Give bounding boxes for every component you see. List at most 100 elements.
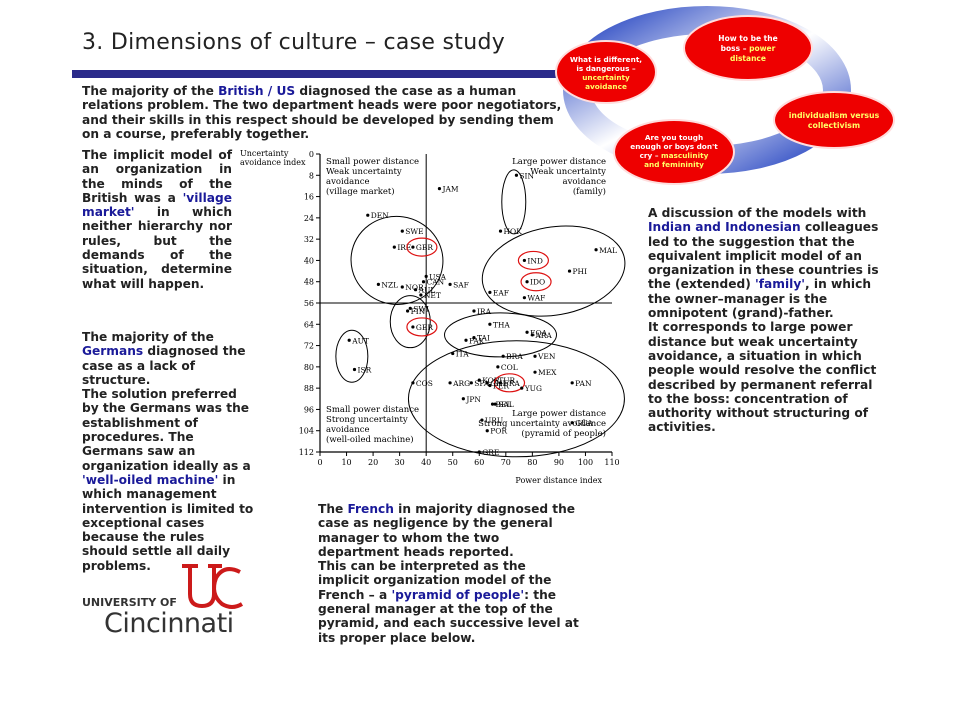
data-point-waf bbox=[522, 296, 526, 300]
y-tick-label: 104 bbox=[299, 427, 314, 436]
data-label-isr: ISR bbox=[358, 366, 372, 375]
y-tick-label: 64 bbox=[304, 320, 314, 329]
british-paragraph: The majority of the British / US diagnos… bbox=[82, 84, 562, 141]
quadrant-label: (well-oiled machine) bbox=[326, 434, 414, 445]
svg-text:and femininity: and femininity bbox=[644, 160, 704, 169]
dimensions-diagram: How to be the boss – power distance What… bbox=[555, 6, 895, 185]
title-underline bbox=[72, 70, 572, 78]
data-label-gre: GRE bbox=[482, 448, 499, 457]
data-label-ita: ITA bbox=[456, 350, 470, 359]
svg-text:cry – masculinity: cry – masculinity bbox=[640, 151, 709, 160]
data-label-tur: TUR bbox=[498, 376, 515, 385]
data-label-arg: ARG bbox=[452, 379, 470, 388]
data-label-ira: IRA bbox=[477, 307, 492, 316]
x-axis-label: Power distance index bbox=[515, 476, 602, 485]
bubble-masculinity: Are you tough enough or boys don't cry –… bbox=[613, 119, 735, 185]
x-tick-label: 110 bbox=[604, 458, 619, 467]
data-point-saf bbox=[448, 282, 452, 286]
data-label-bra: BRA bbox=[506, 352, 523, 361]
svg-text:How to be the: How to be the bbox=[718, 34, 777, 43]
quadrant-label: (pyramid of people) bbox=[521, 428, 606, 439]
data-point-ven bbox=[533, 354, 537, 358]
data-label-ara: ARA bbox=[534, 331, 552, 340]
data-point-cos bbox=[411, 381, 415, 385]
x-tick-label: 70 bbox=[501, 458, 511, 467]
french-paragraph: The French in majority diagnosed the cas… bbox=[318, 502, 579, 645]
data-label-nor: NOR bbox=[405, 283, 424, 292]
data-label-jpn: JPN bbox=[465, 395, 481, 404]
data-point-mex bbox=[533, 370, 537, 374]
quadrant-label: avoidance bbox=[326, 177, 369, 187]
x-tick-label: 90 bbox=[554, 458, 564, 467]
svg-text:Are you tough: Are you tough bbox=[645, 133, 703, 142]
y-tick-label: 16 bbox=[304, 193, 314, 202]
data-label-gbr: GBR bbox=[416, 243, 434, 252]
cluster-outline bbox=[501, 169, 527, 235]
data-label-aul: AUL bbox=[418, 286, 436, 295]
data-point-gbr bbox=[411, 245, 415, 249]
bubble-uncertainty-avoidance: What is different, is dangerous – uncert… bbox=[555, 40, 657, 104]
data-point-col bbox=[496, 365, 500, 369]
data-point-jam bbox=[437, 186, 442, 191]
data-label-ido: IDO bbox=[530, 278, 545, 287]
data-point-arg bbox=[448, 381, 452, 385]
highlight-ind bbox=[517, 250, 549, 271]
data-point-bel bbox=[490, 402, 495, 406]
cluster-outline bbox=[389, 295, 431, 349]
y-tick-label: 48 bbox=[304, 278, 314, 287]
y-tick-label: 72 bbox=[304, 342, 314, 351]
data-label-kor: KOR bbox=[482, 376, 500, 385]
page-title: 3. Dimensions of culture – case study bbox=[82, 30, 506, 55]
data-point-jpn bbox=[461, 397, 465, 401]
data-label-usa: USA bbox=[429, 272, 446, 281]
cluster-outline bbox=[481, 225, 626, 317]
data-point-fin bbox=[406, 309, 410, 313]
y-axis-label: Uncertainty bbox=[240, 149, 289, 158]
y-tick-label: 96 bbox=[304, 405, 314, 414]
data-label-saf: SAF bbox=[453, 280, 469, 289]
data-point-isr bbox=[352, 367, 357, 372]
data-label-tai: TAI bbox=[477, 334, 490, 343]
x-tick-label: 30 bbox=[395, 458, 405, 467]
data-label-gua: GUA bbox=[575, 419, 593, 428]
y-tick-label: 112 bbox=[299, 448, 314, 457]
university-logo: UNIVERSITY OF Cincinnati bbox=[78, 560, 268, 640]
data-label-net: NET bbox=[424, 291, 441, 300]
data-label-waf: WAF bbox=[527, 294, 545, 303]
data-point-nzl bbox=[376, 282, 380, 286]
x-tick-label: 0 bbox=[317, 458, 322, 467]
svg-text:collectivism: collectivism bbox=[808, 121, 860, 130]
y-tick-label: 24 bbox=[304, 214, 314, 223]
y-tick-label: 88 bbox=[304, 384, 314, 393]
data-point-fra bbox=[498, 381, 503, 385]
data-label-sal: SAL bbox=[498, 400, 514, 409]
highlight-gbr bbox=[406, 237, 438, 257]
data-label-por: POR bbox=[490, 427, 507, 436]
data-label-mex: MEX bbox=[538, 368, 557, 377]
data-point-chl bbox=[485, 381, 489, 385]
y-tick-label: 80 bbox=[304, 363, 314, 372]
svg-text:is dangerous –: is dangerous – bbox=[576, 64, 636, 73]
cluster-outline bbox=[350, 215, 444, 305]
data-point-ire bbox=[392, 245, 396, 249]
x-tick-label: 60 bbox=[474, 458, 484, 467]
data-label-ind: IND bbox=[527, 256, 543, 265]
data-label-ven: VEN bbox=[537, 352, 556, 361]
x-tick-label: 80 bbox=[527, 458, 537, 467]
data-label-hok: HOK bbox=[504, 227, 523, 236]
data-point-swi bbox=[408, 306, 412, 310]
data-point-tai bbox=[472, 335, 476, 340]
highlight-ger bbox=[406, 317, 438, 337]
data-point-ara bbox=[530, 333, 534, 337]
data-label-mal: MAL bbox=[599, 246, 617, 255]
quadrant-label: avoidance bbox=[326, 425, 369, 435]
data-point-ind bbox=[522, 258, 526, 263]
data-label-ire: IRE bbox=[397, 243, 411, 252]
data-point-spa bbox=[469, 381, 473, 385]
data-point-ira bbox=[472, 309, 476, 313]
data-label-sin: SIN bbox=[519, 171, 534, 180]
data-label-eaf: EAF bbox=[493, 288, 509, 297]
data-label-uru: URU bbox=[485, 416, 503, 425]
data-label-yug: YUG bbox=[524, 384, 542, 393]
data-point-uru bbox=[480, 418, 484, 422]
